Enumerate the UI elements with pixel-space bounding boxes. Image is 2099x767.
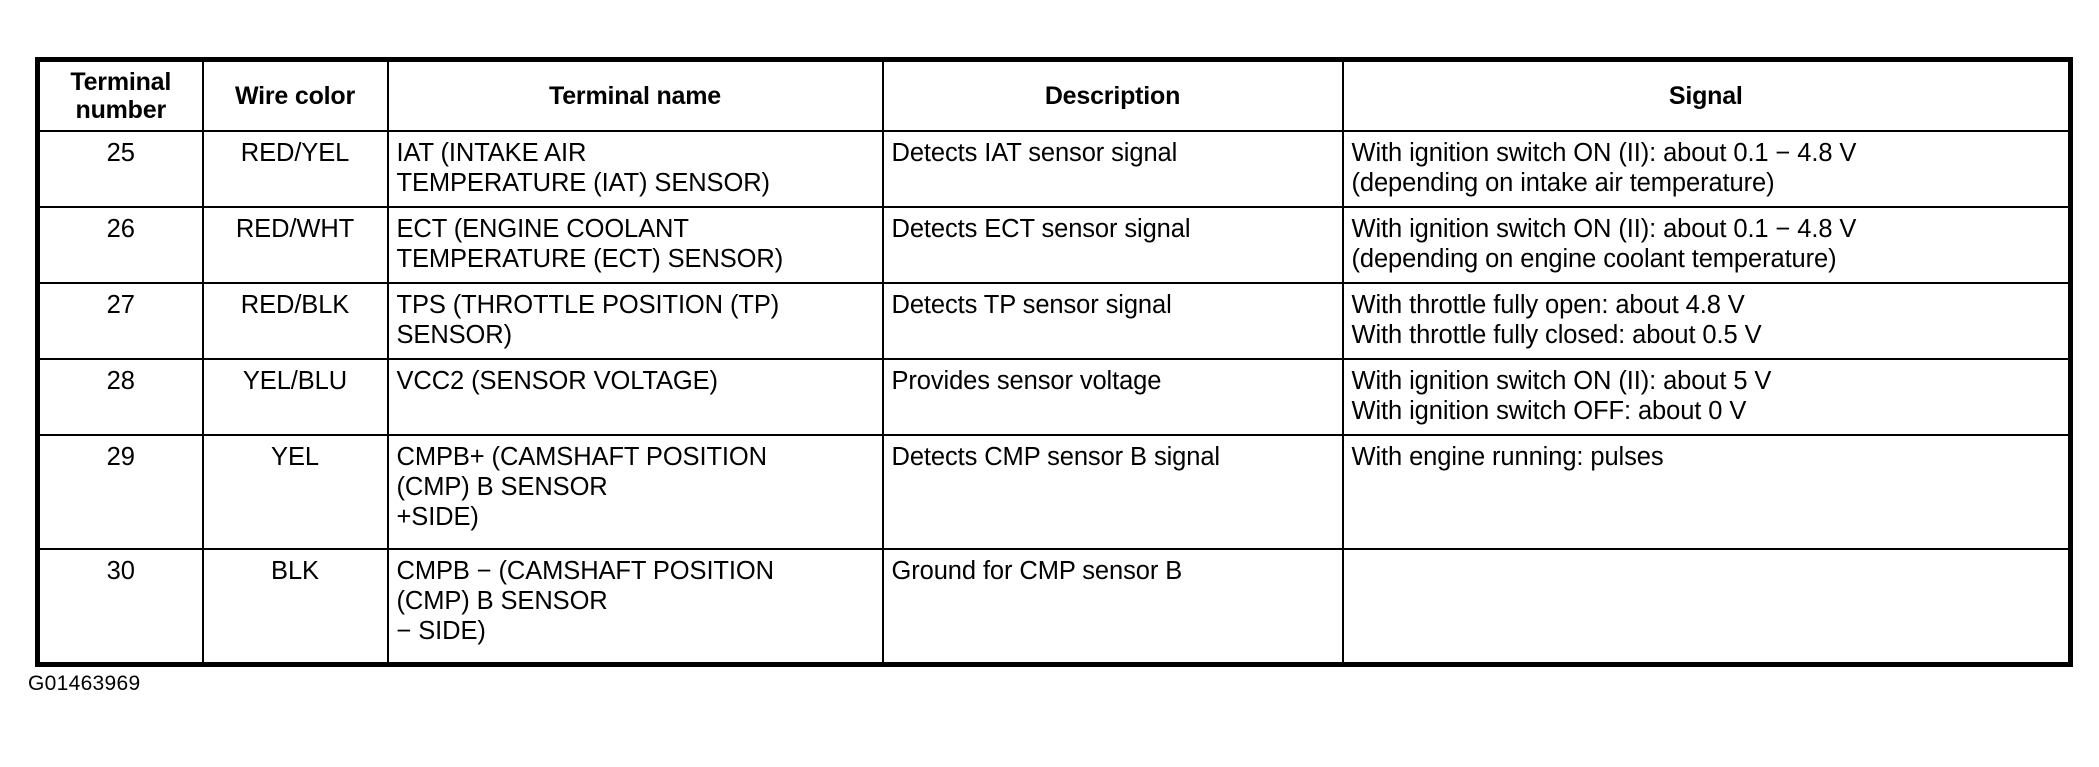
cell-terminal-name-line: +SIDE)	[396, 503, 479, 532]
cell-wire-color-line: RED/BLK	[240, 291, 350, 319]
cell-description: Ground for CMP sensor B	[881, 548, 1344, 666]
cell-terminal-name-line: TEMPERATURE (ECT) SENSOR)	[396, 245, 784, 274]
cell-terminal-number: 26	[36, 206, 204, 284]
cell-signal: With ignition switch ON (II): about 0.1 …	[1341, 130, 2072, 208]
column-header-line: Terminal name	[549, 82, 721, 110]
cell-terminal-name-line: (CMP) B SENSOR	[396, 473, 608, 502]
cell-terminal-number: 29	[36, 434, 204, 550]
cell-signal-line: With ignition switch ON (II): about 5 V	[1351, 367, 1772, 395]
cell-description-line: Ground for CMP sensor B	[891, 557, 1183, 585]
cell-description-line: Detects CMP sensor B signal	[891, 443, 1221, 471]
cell-terminal-name-line: CMPB+ (CAMSHAFT POSITION	[396, 443, 768, 471]
table-row: 27 RED/BLK TPS (THROTTLE POSITION (TP)SENS…	[36, 282, 2072, 360]
cell-terminal-name: TPS (THROTTLE POSITION (TP)SENSOR)	[386, 282, 884, 360]
cell-terminal-name: VCC2 (SENSOR VOLTAGE)	[386, 358, 884, 436]
cell-signal-line: With ignition switch ON (II): about 0.1 …	[1351, 139, 1857, 167]
cell-description: Detects ECT sensor signal	[881, 206, 1344, 284]
cell-terminal-number: 30	[36, 548, 204, 666]
cell-description-line: Detects IAT sensor signal	[891, 139, 1178, 167]
cell-terminal-name-line: − SIDE)	[396, 617, 486, 646]
cell-terminal-number-line: 30	[106, 557, 135, 585]
cell-signal-line: (depending on intake air temperature)	[1351, 169, 1775, 198]
cell-terminal-name-line: VCC2 (SENSOR VOLTAGE)	[396, 367, 719, 395]
cell-terminal-name-line: IAT (INTAKE AIR	[396, 139, 587, 167]
column-header-line: Terminal	[70, 68, 172, 96]
table-row: 30 BLK CMPB − (CAMSHAFT POSITION(CMP) B SE…	[36, 548, 2072, 666]
cell-description-line: Provides sensor voltage	[891, 367, 1162, 395]
column-header-signal: Signal	[1341, 58, 2072, 132]
cell-terminal-number-line: 29	[106, 443, 135, 471]
cell-wire-color: YEL	[201, 434, 389, 550]
column-header-line: Description	[1044, 82, 1181, 110]
cell-terminal-name: CMPB − (CAMSHAFT POSITION(CMP) B SENSOR−…	[386, 548, 884, 666]
cell-wire-color-line: YEL	[271, 443, 319, 471]
cell-description-line: Detects TP sensor signal	[891, 291, 1172, 319]
cell-terminal-number: 27	[36, 282, 204, 360]
table-header: Terminal number Wire color Terminal name…	[36, 58, 2072, 132]
cell-terminal-number: 25	[36, 130, 204, 208]
cell-wire-color: RED/WHT	[201, 206, 389, 284]
cell-terminal-number-line: 27	[106, 291, 135, 319]
cell-wire-color-line: RED/WHT	[235, 215, 355, 243]
cell-wire-color: YEL/BLU	[201, 358, 389, 436]
cell-signal: With engine running: pulses	[1341, 434, 2072, 550]
cell-signal-line: With throttle fully open: about 4.8 V	[1351, 291, 1745, 319]
cell-description-line: Detects ECT sensor signal	[891, 215, 1191, 243]
cell-wire-color: RED/YEL	[201, 130, 389, 208]
cell-description: Provides sensor voltage	[881, 358, 1344, 436]
column-header-terminal-name: Terminal name	[386, 58, 884, 132]
cell-wire-color-line: BLK	[271, 557, 319, 585]
cell-signal: With ignition switch ON (II): about 0.1 …	[1341, 206, 2072, 284]
column-header-line: Wire color	[234, 82, 356, 110]
cell-terminal-name-line: (CMP) B SENSOR	[396, 587, 608, 616]
cell-terminal-name-line: CMPB − (CAMSHAFT POSITION	[396, 557, 775, 585]
cell-terminal-number-line: 28	[106, 367, 135, 395]
column-header-wire-color: Wire color	[201, 58, 389, 132]
table-header-row: Terminal number Wire color Terminal name…	[36, 58, 2072, 132]
cell-signal	[1341, 548, 2072, 666]
cell-terminal-name-line: TEMPERATURE (IAT) SENSOR)	[396, 169, 771, 198]
cell-terminal-name: CMPB+ (CAMSHAFT POSITION(CMP) B SENSOR+S…	[386, 434, 884, 550]
cell-wire-color-line: YEL/BLU	[242, 367, 348, 395]
terminal-pinout-table: Terminal number Wire color Terminal name…	[35, 57, 2073, 667]
column-header-line: number	[75, 96, 167, 124]
cell-signal-line: With ignition switch ON (II): about 0.1 …	[1351, 215, 1857, 243]
cell-terminal-name-line: SENSOR)	[396, 321, 513, 350]
cell-signal-line: With engine running: pulses	[1351, 443, 1664, 471]
figure-caption: G01463969	[28, 672, 141, 695]
cell-terminal-name-line: TPS (THROTTLE POSITION (TP)	[396, 291, 780, 319]
cell-terminal-number-line: 26	[106, 215, 135, 243]
cell-description: Detects CMP sensor B signal	[881, 434, 1344, 550]
table-row: 28 YEL/BLU VCC2 (SENSOR VOLTAGE) Provides s…	[36, 358, 2072, 436]
cell-signal-line: With throttle fully closed: about 0.5 V	[1351, 321, 1762, 350]
cell-terminal-number: 28	[36, 358, 204, 436]
cell-wire-color: BLK	[201, 548, 389, 666]
cell-description: Detects TP sensor signal	[881, 282, 1344, 360]
column-header-line: Signal	[1668, 82, 1743, 110]
cell-wire-color: RED/BLK	[201, 282, 389, 360]
cell-description: Detects IAT sensor signal	[881, 130, 1344, 208]
cell-terminal-number-line: 25	[106, 139, 135, 167]
cell-signal-line: With ignition switch OFF: about 0 V	[1351, 397, 1747, 426]
cell-terminal-name-line: ECT (ENGINE COOLANT	[396, 215, 689, 243]
cell-wire-color-line: RED/YEL	[240, 139, 350, 167]
cell-signal-line: (depending on engine coolant temperature…	[1351, 245, 1837, 274]
table-row: 29 YEL CMPB+ (CAMSHAFT POSITION(CMP) B SEN…	[36, 434, 2072, 550]
column-header-terminal-number: Terminal number	[36, 58, 204, 132]
column-header-description: Description	[881, 58, 1344, 132]
